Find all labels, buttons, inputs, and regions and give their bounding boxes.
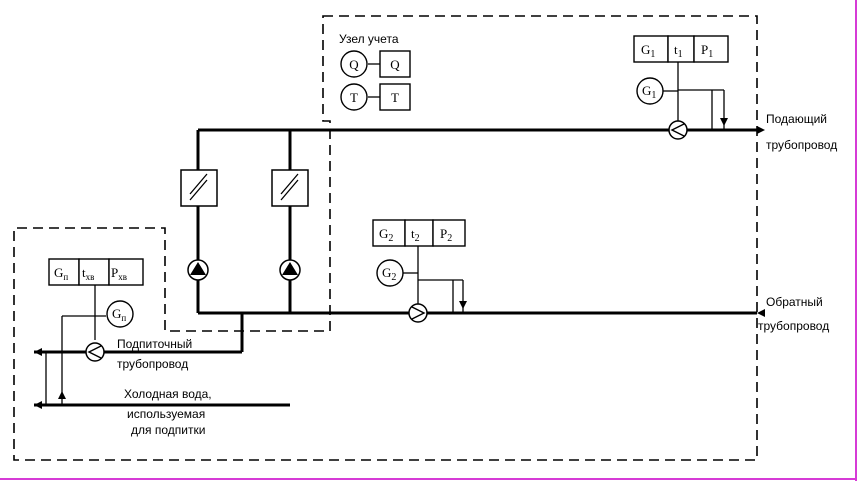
makeup-g-label: G bbox=[54, 265, 63, 280]
supply-g-sub: 1 bbox=[650, 49, 655, 60]
flowmeter-supply bbox=[668, 120, 688, 140]
supply-arrow bbox=[757, 126, 765, 134]
return-label-1: Обратный bbox=[766, 295, 823, 309]
flowmeter-return bbox=[408, 303, 428, 323]
svg-text:tхв: tхв bbox=[82, 265, 94, 282]
svg-text:G2: G2 bbox=[379, 226, 393, 244]
makeup-p-label: P bbox=[111, 265, 118, 280]
pump-1 bbox=[187, 259, 209, 281]
makeup-label-1: Подпиточный bbox=[117, 337, 192, 351]
svg-text:Gп: Gп bbox=[112, 306, 126, 323]
supply-label-1: Подающий bbox=[766, 112, 827, 126]
return-g-label: G bbox=[379, 226, 388, 241]
svg-text:Gп: Gп bbox=[54, 265, 68, 282]
heat-exchanger-1 bbox=[180, 169, 218, 207]
heat-exchanger-2 bbox=[271, 169, 309, 207]
svg-text:G1: G1 bbox=[642, 83, 656, 101]
makeup-t-label: t bbox=[82, 265, 86, 280]
return-arrow bbox=[757, 309, 765, 317]
makeup-label-2: трубопровод bbox=[117, 357, 188, 371]
svg-text:G1: G1 bbox=[641, 42, 655, 60]
right-frame-line bbox=[855, 0, 857, 481]
pipe-arrows bbox=[34, 118, 765, 409]
return-t-label: t bbox=[411, 226, 415, 241]
cold-water-arrow bbox=[34, 401, 42, 409]
cold-water-label-2: используемая bbox=[127, 407, 205, 421]
legend-q-box-label: Q bbox=[390, 57, 400, 72]
sensor-arrow-3 bbox=[58, 391, 66, 399]
supply-p-sub: 1 bbox=[708, 49, 713, 60]
svg-text:G2: G2 bbox=[382, 265, 396, 283]
svg-text:P1: P1 bbox=[701, 42, 713, 60]
makeup-g-circle-label: G bbox=[112, 306, 121, 321]
svg-text:t2: t2 bbox=[411, 226, 420, 244]
makeup-g-sub: п bbox=[63, 272, 68, 282]
supply-g-circle-sub: 1 bbox=[651, 90, 656, 101]
supply-t-label: t bbox=[674, 42, 678, 57]
return-p-sub: 2 bbox=[447, 233, 452, 244]
cold-water-label-1: Холодная вода, bbox=[124, 387, 212, 401]
supply-p-label: P bbox=[701, 42, 708, 57]
return-measurement-block: G2 t2 P2 G2 bbox=[372, 219, 466, 287]
legend-q-circle-label: Q bbox=[349, 57, 359, 72]
supply-g-circle-label: G bbox=[642, 83, 651, 98]
pump-2 bbox=[279, 259, 301, 281]
legend-t: T T bbox=[340, 83, 411, 111]
svg-text:Pхв: Pхв bbox=[111, 265, 127, 282]
return-g-circle-sub: 2 bbox=[391, 272, 396, 283]
return-p-label: P bbox=[440, 226, 447, 241]
legend-t-circle-label: T bbox=[350, 90, 358, 105]
sensor-arrow-2 bbox=[459, 301, 467, 309]
metering-unit-title: Узел учета bbox=[339, 32, 399, 46]
supply-measurement-block: G1 t1 P1 G1 bbox=[633, 35, 729, 105]
makeup-measurement-block: Gп tхв Pхв Gп bbox=[48, 258, 144, 328]
return-g-sub: 2 bbox=[388, 233, 393, 244]
makeup-arrow bbox=[34, 348, 42, 356]
supply-t-sub: 1 bbox=[678, 49, 683, 60]
legend-t-box-label: T bbox=[391, 90, 399, 105]
return-label-2: трубопровод bbox=[758, 319, 829, 333]
thin-lines bbox=[45, 62, 725, 405]
flowmeter-makeup bbox=[85, 342, 105, 362]
bottom-frame-line bbox=[0, 478, 855, 480]
makeup-t-sub: хв bbox=[86, 272, 95, 282]
sensor-arrow-1 bbox=[720, 118, 728, 126]
supply-g-label: G bbox=[641, 42, 650, 57]
return-t-sub: 2 bbox=[415, 233, 420, 244]
makeup-g-circle-sub: п bbox=[121, 313, 126, 323]
return-g-circle-label: G bbox=[382, 265, 391, 280]
svg-text:t1: t1 bbox=[674, 42, 683, 60]
legend-q: Q Q bbox=[340, 50, 411, 78]
supply-label-2: трубопровод bbox=[766, 138, 837, 152]
pipes bbox=[34, 128, 757, 407]
svg-text:P2: P2 bbox=[440, 226, 452, 244]
cold-water-label-3: для подпитки bbox=[131, 423, 205, 437]
makeup-p-sub: хв bbox=[118, 272, 127, 282]
